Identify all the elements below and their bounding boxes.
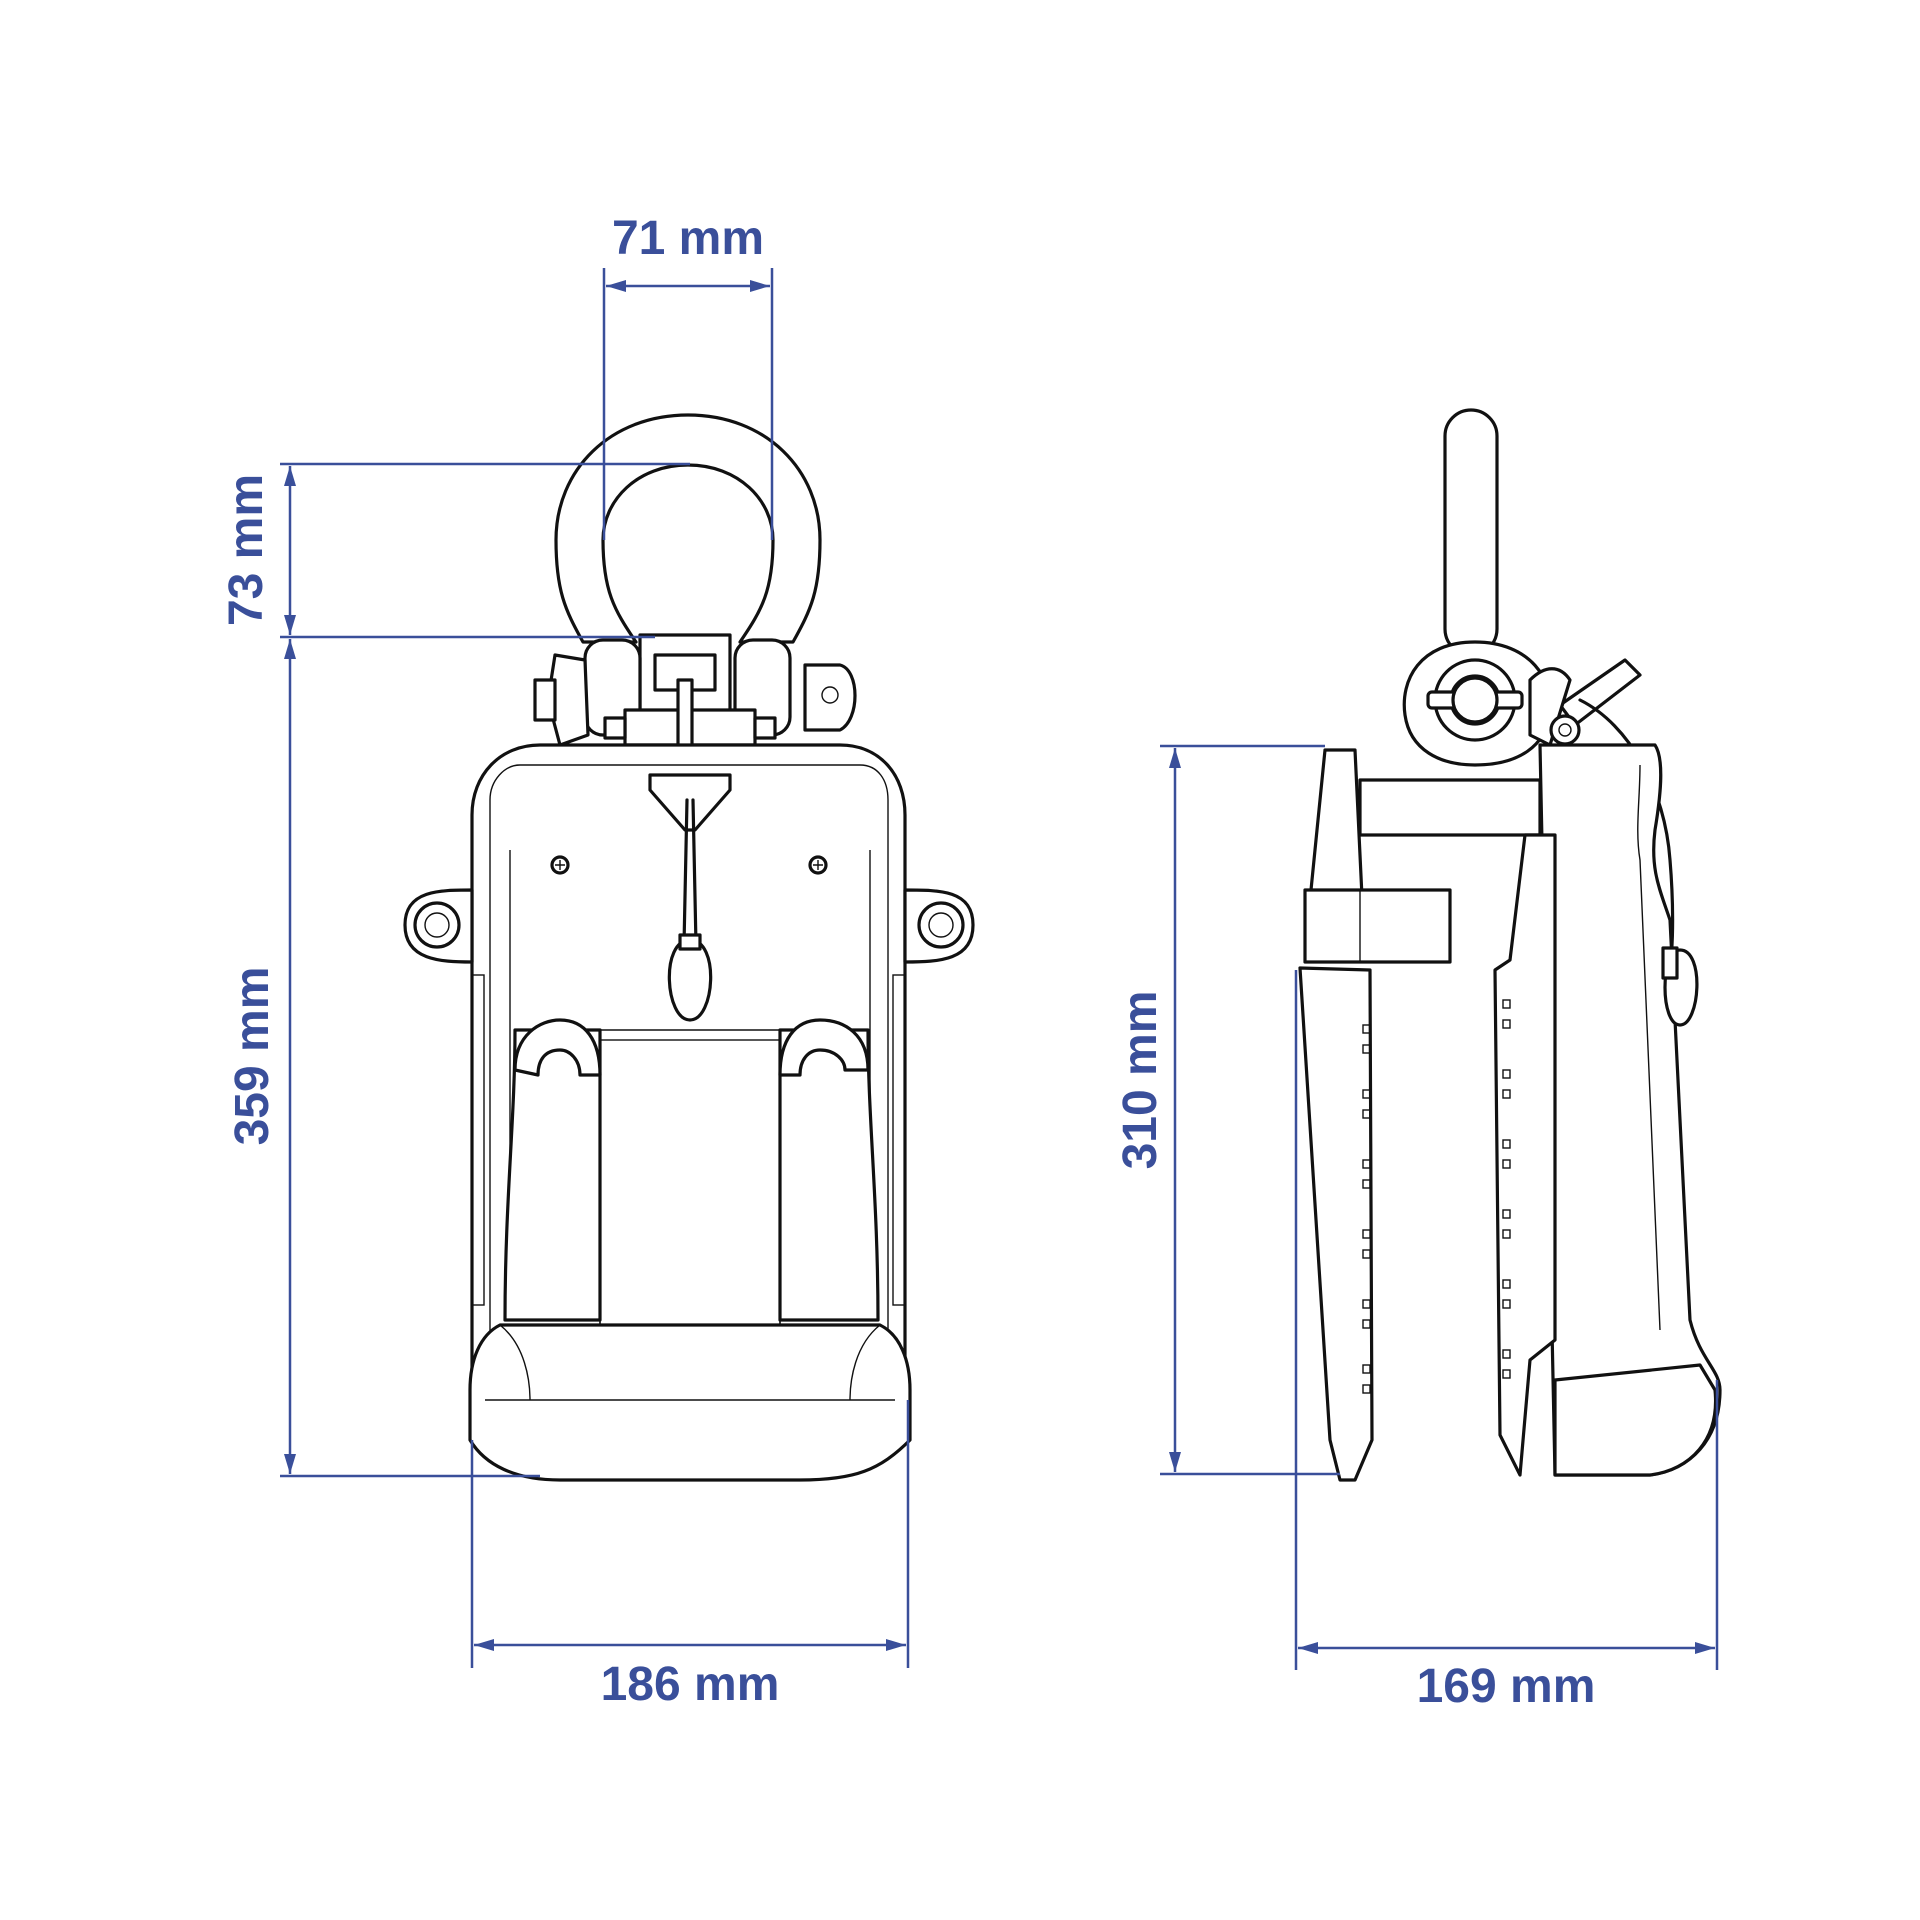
- top-plate: [1358, 778, 1542, 837]
- wing-nut: [803, 663, 857, 732]
- back-plate: [1493, 833, 1557, 1477]
- bottom-roller: [468, 1323, 912, 1482]
- jaw-arm-left: [503, 1028, 602, 1322]
- bolt-end: [533, 678, 557, 722]
- dim-label-71: 71 mm: [612, 212, 764, 265]
- dim-label-73: 73 mm: [220, 474, 273, 626]
- dim-label-169: 169 mm: [1417, 1660, 1596, 1713]
- pull-ring: [667, 938, 713, 1022]
- side-view: [1298, 408, 1722, 1482]
- dimension-71: 71 mm: [602, 212, 774, 540]
- dimension-359: 359 mm: [226, 639, 540, 1478]
- grip-teeth-left: [1362, 1024, 1371, 1394]
- lever: [1558, 658, 1642, 727]
- bottom-jaw-pad: [1553, 1363, 1718, 1477]
- shackle-bow: [554, 413, 822, 644]
- dimension-169: 169 mm: [1294, 970, 1719, 1713]
- dimension-73: 73 mm: [220, 462, 690, 639]
- cross-bar: [1303, 888, 1452, 964]
- dim-label-359: 359 mm: [226, 967, 279, 1146]
- dim-label-186: 186 mm: [601, 1658, 780, 1711]
- dim-label-310: 310 mm: [1114, 991, 1167, 1170]
- handle-bar: [1443, 408, 1499, 657]
- dimension-186: 186 mm: [470, 1400, 910, 1711]
- grip-teeth-right: [1502, 999, 1511, 1379]
- dimension-310: 310 mm: [1114, 744, 1340, 1476]
- grip-blade-left: [1298, 966, 1374, 1482]
- front-view: [403, 413, 975, 1482]
